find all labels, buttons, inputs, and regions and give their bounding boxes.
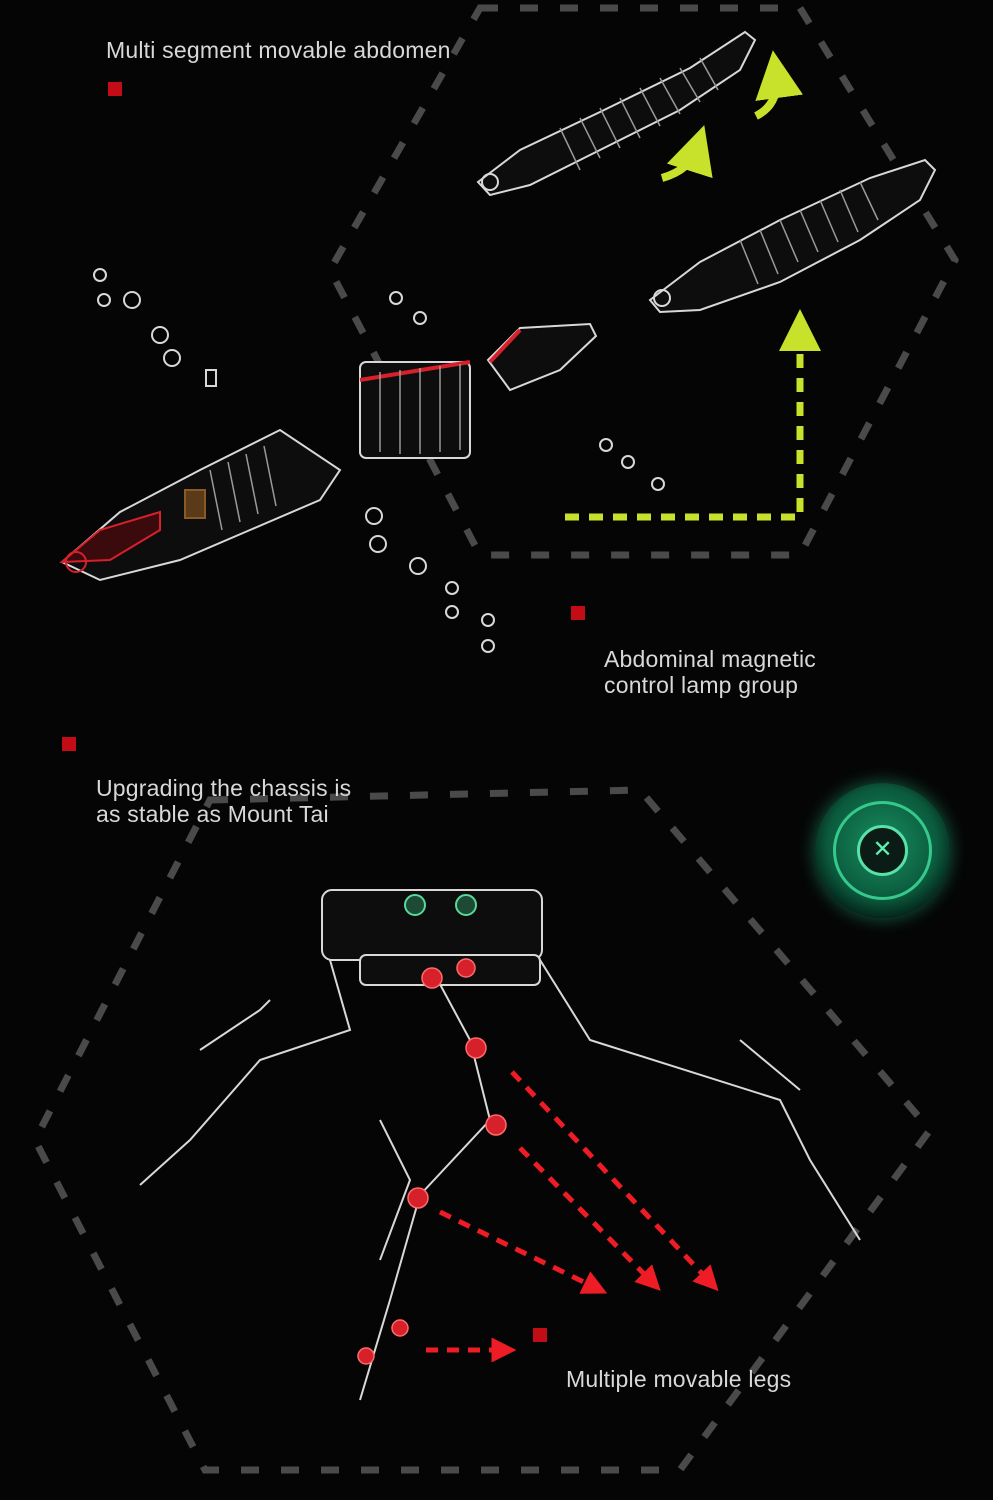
label-legs: Multiple movable legs	[566, 1366, 792, 1392]
top-hexagon-outline	[326, 4, 960, 559]
marker-legs	[533, 1328, 547, 1342]
label-chassis: Upgrading the chassis is as stable as Mo…	[96, 775, 352, 827]
rotate-arrow-2	[754, 50, 803, 120]
chassis-illustration	[139, 889, 861, 1401]
label-lamp-group: Abdominal magnetic control lamp group	[604, 646, 816, 698]
leg-arrow-2	[518, 1146, 661, 1291]
marker-abdomen	[108, 82, 122, 96]
x-icon: ✕	[857, 825, 908, 876]
marker-chassis	[62, 737, 76, 751]
leg-arrow-1	[510, 1070, 719, 1292]
label-abdomen: Multi segment movable abdomen	[106, 37, 451, 63]
lamp-ring	[833, 801, 932, 900]
rotate-arrow-1	[660, 125, 713, 182]
abdomen-exploded-parts	[59, 268, 665, 653]
marker-lamp-group	[571, 606, 585, 620]
magnetic-lamp-button: ✕	[815, 783, 950, 918]
leg-arrow-3	[438, 1209, 608, 1294]
abdomen-assembled-lower	[648, 158, 937, 314]
assembly-arrow-green	[565, 309, 821, 521]
abdomen-assembled-upper	[476, 30, 757, 197]
